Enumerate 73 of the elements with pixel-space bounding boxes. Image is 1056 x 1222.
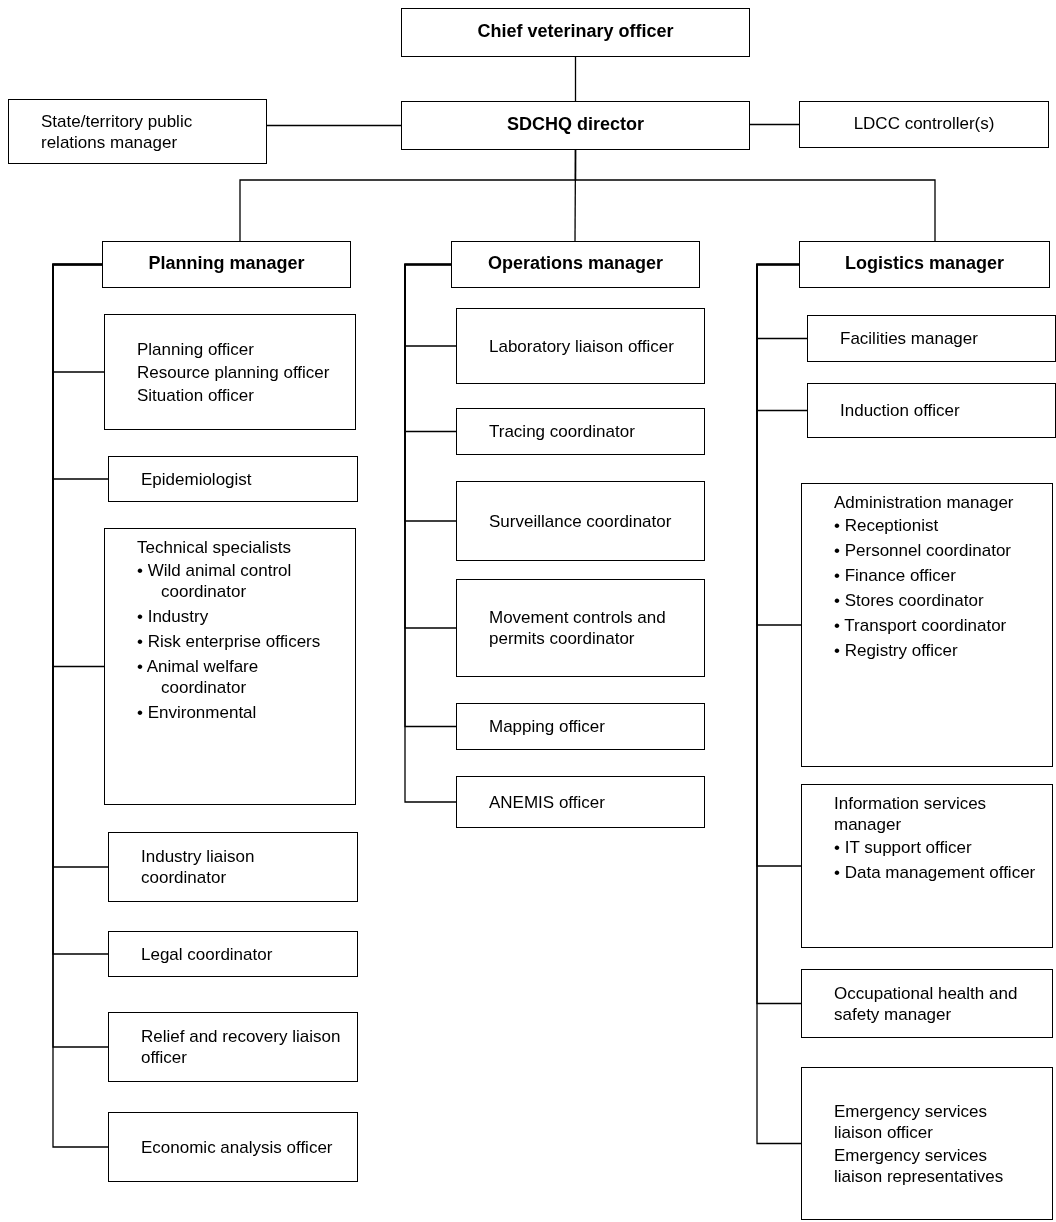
role-box [801, 1067, 1053, 1220]
role-box [108, 1012, 358, 1082]
role-title: Logistics manager [844, 253, 1004, 274]
role-box [451, 241, 700, 288]
role-box [801, 784, 1053, 948]
role-title: Occupational health and safety manager [834, 982, 1019, 1025]
role-title: Emergency services liaison officer [834, 1100, 989, 1143]
role-title: Tracing coordinator [489, 421, 636, 442]
role-title: State/territory public relations manager [41, 110, 194, 153]
role-box [801, 969, 1053, 1038]
role-title: Epidemiologist [141, 468, 253, 490]
role-box [456, 408, 705, 455]
role-title: Situation officer [137, 384, 255, 406]
connector-line [756, 263, 802, 1145]
list-item: • Environmental [137, 702, 258, 723]
role-box [456, 308, 705, 384]
role-box [456, 579, 705, 677]
role-box [108, 931, 358, 977]
role-title: Laboratory liaison officer [489, 335, 675, 357]
list-item: • Receptionist [834, 515, 940, 536]
role-box [102, 241, 351, 288]
list-item: • Finance officer [834, 565, 957, 586]
role-title: Emergency services liaison representatives [834, 1144, 1005, 1187]
role-box [108, 1112, 358, 1182]
role-box [108, 832, 358, 902]
role-title: Legal coordinator [141, 943, 274, 965]
list-item: • Stores coordinator [834, 590, 985, 611]
role-title: Economic analysis officer [141, 1136, 334, 1158]
role-title: Technical specialists [137, 537, 292, 558]
role-box [104, 314, 356, 430]
role-title: Resource planning officer [137, 361, 331, 383]
list-item: • Wild animal control coordinator [137, 560, 293, 602]
list-item: • Risk enterprise officers [137, 631, 322, 652]
list-item: • Registry officer [834, 640, 959, 661]
role-title: Movement controls and permits coordinator [489, 607, 667, 649]
role-box [801, 483, 1053, 767]
role-box [799, 101, 1049, 148]
connector-line [574, 56, 577, 102]
role-box [807, 315, 1056, 362]
list-item: • IT support officer [834, 837, 973, 858]
role-box [456, 703, 705, 750]
role-title: SDCHQ director [507, 114, 644, 135]
role-title: ANEMIS officer [489, 791, 606, 813]
role-title: Facilities manager [840, 328, 979, 349]
role-title: Chief veterinary officer [477, 21, 674, 42]
role-box [104, 528, 356, 805]
list-item: • Personnel coordinator [834, 540, 1012, 561]
role-title: Relief and recovery liaison officer [141, 1026, 342, 1068]
connector-line [266, 124, 402, 127]
role-box [807, 383, 1056, 438]
role-title: Surveillance coordinator [489, 510, 673, 532]
role-title: Planning officer [137, 338, 255, 360]
role-title: Operations manager [487, 253, 664, 274]
role-box [401, 8, 750, 57]
role-title: Industry liaison coordinator [141, 846, 256, 888]
list-item: • Animal welfare coordinator [137, 656, 260, 698]
list-item: • Industry [137, 606, 210, 627]
role-box [8, 99, 267, 164]
role-box [799, 241, 1050, 288]
list-item: • Data management officer [834, 862, 1037, 883]
role-title: Mapping officer [489, 716, 606, 737]
role-title: Information services manager [834, 793, 988, 835]
role-title: LDCC controller(s) [853, 113, 995, 134]
role-box [456, 776, 705, 828]
role-title: Induction officer [840, 400, 961, 421]
role-box [401, 101, 750, 150]
role-box [108, 456, 358, 502]
list-item: • Transport coordinator [834, 615, 1008, 636]
connector-line [574, 149, 936, 242]
role-box [456, 481, 705, 561]
connector-line [749, 123, 800, 126]
role-title: Administration manager [834, 492, 1015, 513]
role-title: Planning manager [148, 253, 305, 274]
